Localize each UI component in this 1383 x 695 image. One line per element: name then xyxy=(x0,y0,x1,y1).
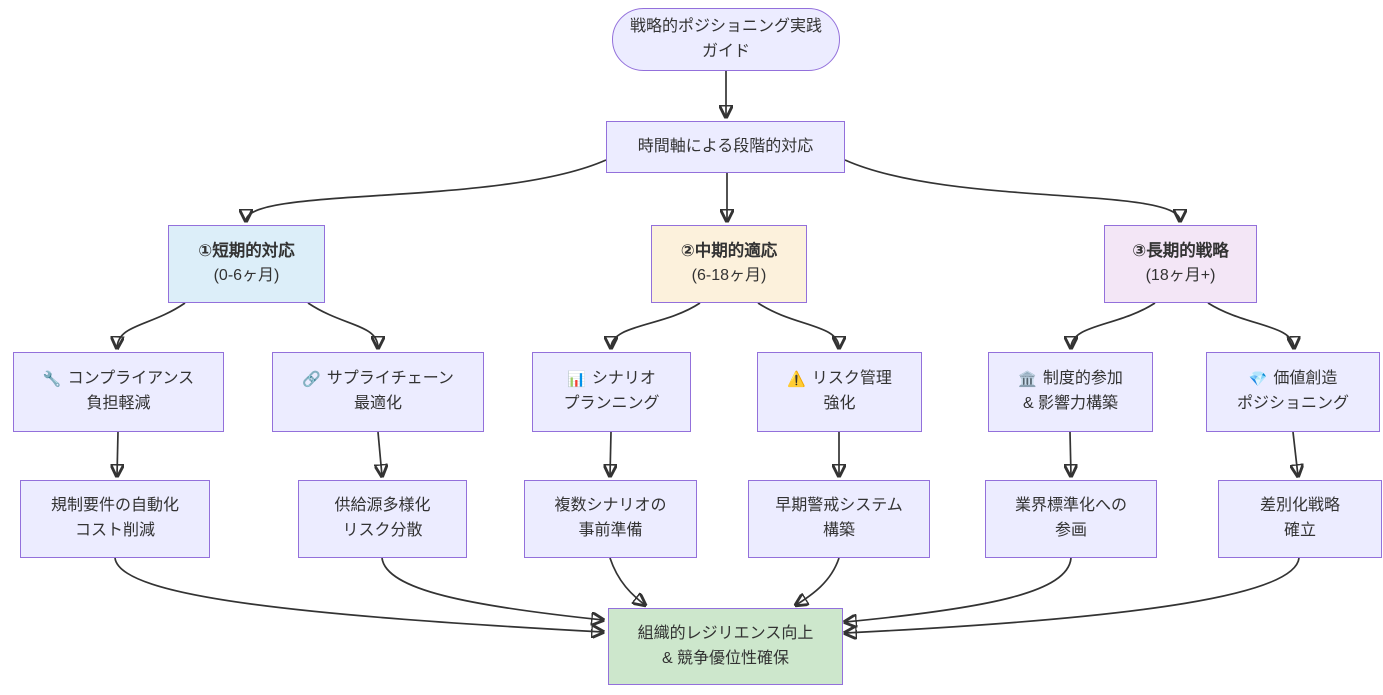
node-short-term: ①短期的対応 (0-6ヶ月) xyxy=(168,225,325,303)
edge-short-compliance xyxy=(117,302,186,348)
node-institution: 🏛️ 制度的参加 & 影響力構築 xyxy=(988,352,1153,432)
edge-outcome4-goal xyxy=(796,557,840,605)
node-long-term: ③長期的戦略 (18ヶ月+) xyxy=(1104,225,1257,303)
outcome-warning-system-line1: 早期警戒システム xyxy=(775,497,903,515)
node-outcome-differentiation: 差別化戦略 確立 xyxy=(1218,480,1382,558)
node-outcome-standardization: 業界標準化への 参画 xyxy=(985,480,1157,558)
outcome-regulation-line2: コスト削減 xyxy=(74,522,155,539)
outcome-differentiation-line1: 差別化戦略 xyxy=(1259,497,1340,515)
scenario-line2: プランニング xyxy=(563,395,660,412)
edge-mid-scenario xyxy=(611,302,701,348)
node-guide-title: 戦略的ポジショニング実践 ガイド xyxy=(612,8,840,71)
value-creation-line1: 価値創造 xyxy=(1273,370,1338,388)
node-scenario: 📊 シナリオ プランニング xyxy=(532,352,691,432)
risk-line1: リスク管理 xyxy=(811,370,892,388)
guide-title-line1: 戦略的ポジショニング実践 xyxy=(629,17,822,35)
edge-scenario-outcome xyxy=(610,431,611,476)
scenario-line1: シナリオ xyxy=(591,370,656,388)
goal-line2: & 競争優位性確保 xyxy=(661,649,790,667)
outcome-standardization-line2: 参画 xyxy=(1054,522,1087,539)
phase-label: 時間軸による段階的対応 xyxy=(637,137,814,155)
edge-supplychain-outcome xyxy=(378,431,382,476)
warning-icon: ⚠️ xyxy=(787,370,806,388)
outcome-warning-system-line2: 構築 xyxy=(822,522,855,539)
mid-term-subtitle: (6-18ヶ月) xyxy=(691,267,767,285)
risk-line2: 強化 xyxy=(823,395,856,412)
edge-outcome6-goal xyxy=(845,557,1300,633)
outcome-regulation-line1: 規制要件の自動化 xyxy=(50,497,179,515)
edge-outcome5-goal xyxy=(845,557,1072,622)
edge-mid-risk xyxy=(757,302,839,348)
node-outcome-diversify: 供給源多様化 リスク分散 xyxy=(298,480,467,558)
edge-long-value xyxy=(1207,302,1294,348)
link-icon: 🔗 xyxy=(302,370,321,388)
short-term-subtitle: (0-6ヶ月) xyxy=(213,267,280,285)
bar-chart-icon: 📊 xyxy=(567,370,586,388)
edge-phase-short xyxy=(246,159,607,221)
goal-line1: 組織的レジリエンス向上 xyxy=(637,624,814,642)
outcome-standardization-line1: 業界標準化への xyxy=(1014,497,1127,515)
value-creation-line2: ポジショニング xyxy=(1236,395,1349,412)
long-term-title: ③長期的戦略 xyxy=(1132,241,1229,260)
node-compliance: 🔧 コンプライアンス 負担軽減 xyxy=(13,352,224,432)
node-mid-term: ②中期的適応 (6-18ヶ月) xyxy=(651,225,807,303)
node-outcome-scenarios: 複数シナリオの 事前準備 xyxy=(524,480,697,558)
compliance-line1: コンプライアンス xyxy=(67,370,195,388)
long-term-subtitle: (18ヶ月+) xyxy=(1145,267,1216,285)
node-risk: ⚠️ リスク管理 強化 xyxy=(757,352,922,432)
outcome-scenarios-line2: 事前準備 xyxy=(578,522,643,539)
edge-long-institution xyxy=(1071,302,1156,348)
institution-icon: 🏛️ xyxy=(1018,370,1037,388)
edge-compliance-outcome xyxy=(117,431,118,476)
node-outcome-warning-system: 早期警戒システム 構築 xyxy=(748,480,930,558)
guide-title-line2: ガイド xyxy=(701,42,750,60)
wrench-icon: 🔧 xyxy=(42,370,62,388)
compliance-line2: 負担軽減 xyxy=(86,395,151,412)
edge-institution-outcome xyxy=(1070,431,1071,476)
institution-line1: 制度的参加 xyxy=(1042,370,1123,388)
node-supply-chain: 🔗 サプライチェーン 最適化 xyxy=(272,352,484,432)
edge-short-supplychain xyxy=(307,302,378,348)
gem-icon: 💎 xyxy=(1248,370,1268,388)
supply-chain-line2: 最適化 xyxy=(353,395,402,412)
mid-term-title: ②中期的適応 xyxy=(680,241,778,260)
institution-line2: & 影響力構築 xyxy=(1022,395,1119,412)
edge-outcome3-goal xyxy=(609,557,645,605)
edge-outcome2-goal xyxy=(381,557,603,620)
node-value-creation: 💎 価値創造 ポジショニング xyxy=(1206,352,1380,432)
node-outcome-regulation: 規制要件の自動化 コスト削減 xyxy=(20,480,210,558)
outcome-scenarios-line1: 複数シナリオの xyxy=(554,497,667,515)
supply-chain-line1: サプライチェーン xyxy=(326,370,454,388)
node-goal: 組織的レジリエンス向上 & 競争優位性確保 xyxy=(608,608,843,685)
outcome-diversify-line2: リスク分散 xyxy=(342,522,423,539)
edge-phase-long xyxy=(844,159,1180,221)
outcome-diversify-line1: 供給源多様化 xyxy=(334,497,431,515)
edge-outcome1-goal xyxy=(114,557,603,632)
outcome-differentiation-line2: 確立 xyxy=(1283,522,1316,539)
short-term-title: ①短期的対応 xyxy=(198,241,295,260)
node-phase: 時間軸による段階的対応 xyxy=(606,121,845,173)
edge-value-outcome xyxy=(1293,431,1298,476)
